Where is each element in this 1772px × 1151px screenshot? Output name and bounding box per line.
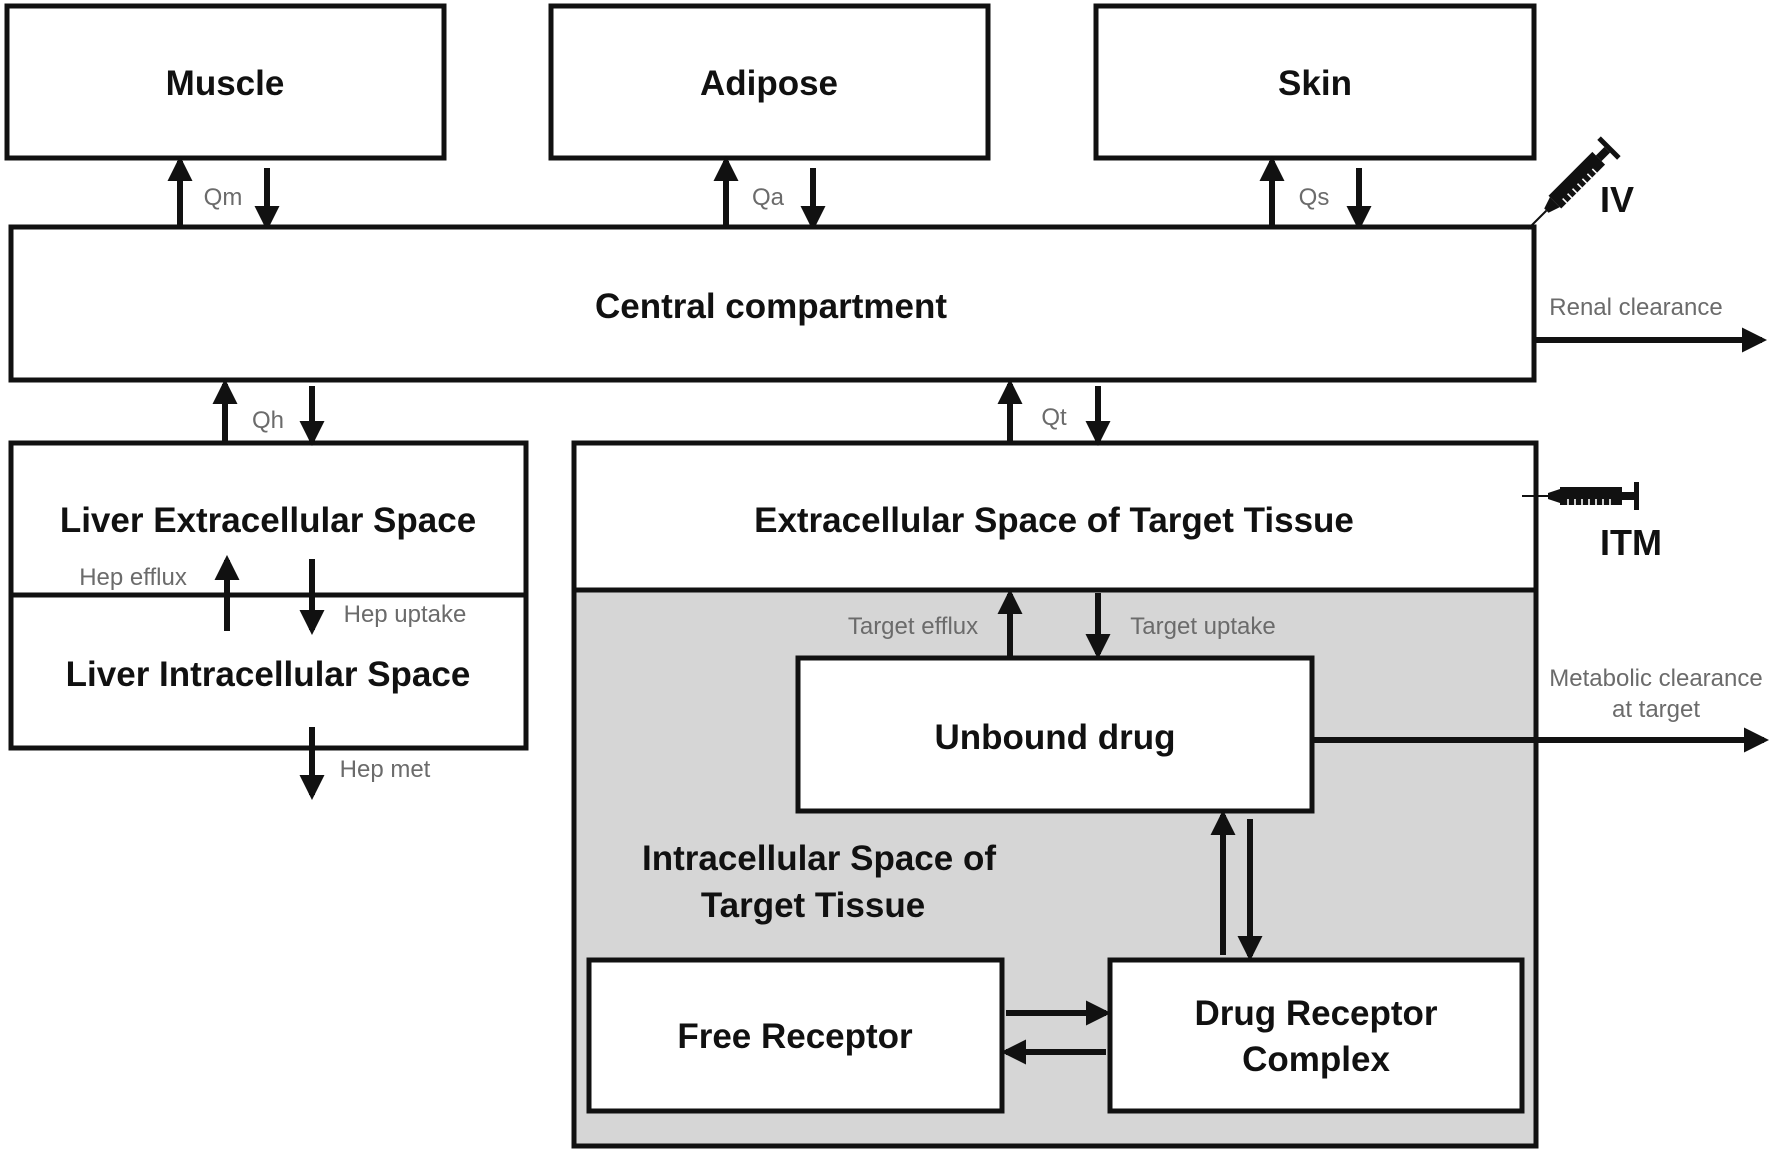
qh-label: Qh — [252, 407, 284, 434]
drug-receptor-complex-label-line2: Complex — [1242, 1040, 1390, 1079]
free-receptor-label: Free Receptor — [677, 1017, 913, 1056]
target-efflux-label: Target efflux — [848, 613, 978, 640]
central-compartment-label: Central compartment — [595, 287, 947, 326]
muscle-box — [4, 3, 447, 161]
liver-intracellular-label: Liver Intracellular Space — [66, 655, 471, 694]
target-extracellular-box — [571, 440, 1539, 593]
target-intracellular-label-line1: Intracellular Space of — [642, 839, 996, 878]
liver-intracellular-box — [8, 592, 529, 751]
adipose-label: Adipose — [700, 64, 838, 103]
itm-syringe-icon — [1521, 481, 1640, 511]
adipose-box — [548, 3, 991, 161]
target-intracellular-label-line2: Target Tissue — [701, 886, 925, 925]
metabolic-clearance-label-line1: Metabolic clearance — [1549, 665, 1762, 692]
iv-label: IV — [1600, 179, 1634, 220]
muscle-label: Muscle — [166, 64, 285, 103]
hep-met-label: Hep met — [340, 756, 431, 783]
qt-label: Qt — [1041, 404, 1067, 431]
drug-receptor-complex-box — [1107, 957, 1525, 1114]
itm-label: ITM — [1600, 522, 1662, 563]
unbound-drug-box — [795, 655, 1315, 814]
qm-label: Qm — [204, 184, 243, 211]
qa-label: Qa — [752, 184, 785, 211]
target-extracellular-label: Extracellular Space of Target Tissue — [754, 501, 1354, 540]
liver-extracellular-box — [8, 440, 529, 598]
qs-label: Qs — [1299, 184, 1330, 211]
free-receptor-box — [586, 957, 1005, 1114]
central-compartment-box — [8, 224, 1537, 383]
hep-uptake-label: Hep uptake — [344, 601, 467, 628]
metabolic-clearance-label-line2: at target — [1612, 696, 1700, 723]
renal-clearance-label: Renal clearance — [1549, 294, 1722, 321]
drug-receptor-complex-label-line1: Drug Receptor — [1194, 994, 1437, 1033]
unbound-drug-label: Unbound drug — [934, 718, 1175, 757]
liver-extracellular-label: Liver Extracellular Space — [60, 501, 476, 540]
hep-efflux-label: Hep efflux — [79, 564, 187, 591]
skin-label: Skin — [1278, 64, 1352, 103]
skin-box — [1093, 3, 1537, 161]
target-uptake-label: Target uptake — [1130, 613, 1275, 640]
